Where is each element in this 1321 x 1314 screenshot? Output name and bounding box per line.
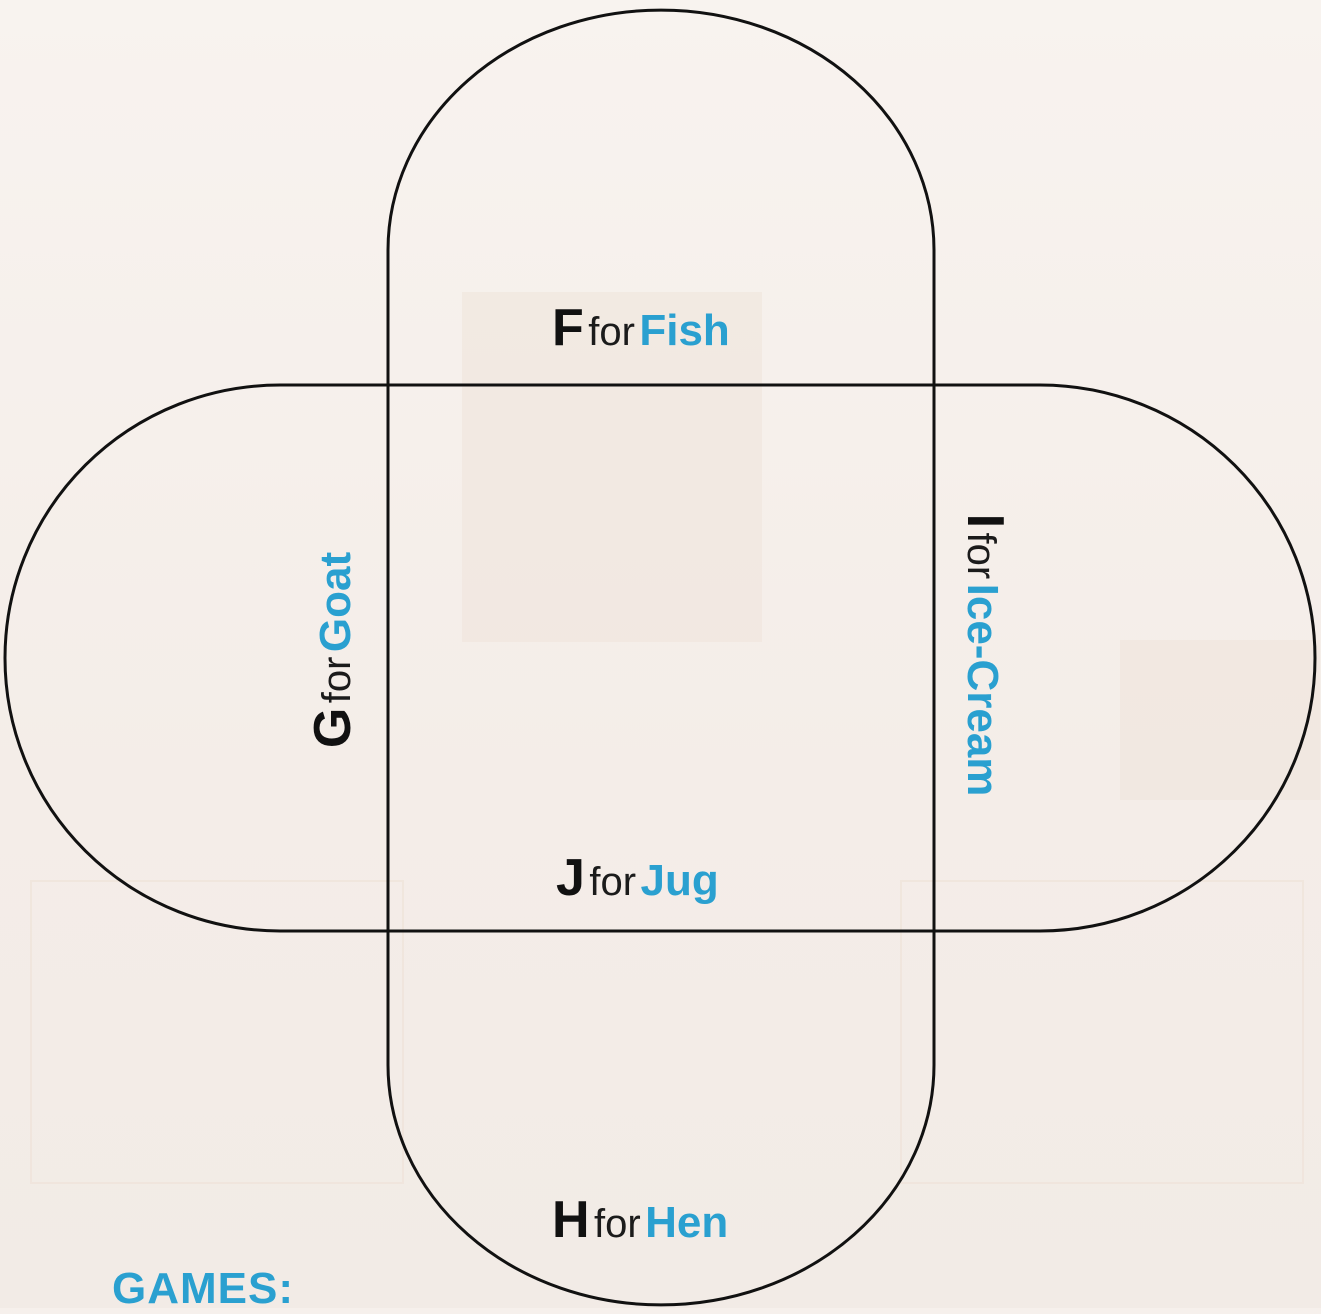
- face-joiner: for: [959, 532, 1003, 579]
- face-word: Ice-Cream: [958, 584, 1007, 797]
- face-letter: F: [552, 299, 584, 357]
- face-word: Jug: [641, 856, 719, 905]
- face-letter: G: [304, 708, 362, 748]
- face-label-right: I for Ice-Cream: [955, 514, 1015, 797]
- vertical-band-outline: [388, 10, 934, 1305]
- face-letter: J: [556, 849, 585, 907]
- face-joiner: for: [588, 310, 635, 354]
- face-joiner: for: [315, 657, 359, 704]
- face-label-center: J for Jug: [556, 848, 719, 908]
- face-letter: H: [552, 1191, 590, 1249]
- face-letter: I: [956, 514, 1014, 528]
- face-word: Hen: [645, 1198, 728, 1247]
- face-label-left: G for Goat: [303, 552, 363, 748]
- face-joiner: for: [589, 860, 636, 904]
- section-heading: GAMES:: [112, 1264, 294, 1314]
- face-joiner: for: [594, 1202, 641, 1246]
- face-word: Fish: [639, 306, 729, 355]
- face-label-bottom: H for Hen: [552, 1190, 728, 1250]
- face-label-top: F for Fish: [552, 298, 730, 358]
- face-word: Goat: [311, 552, 360, 652]
